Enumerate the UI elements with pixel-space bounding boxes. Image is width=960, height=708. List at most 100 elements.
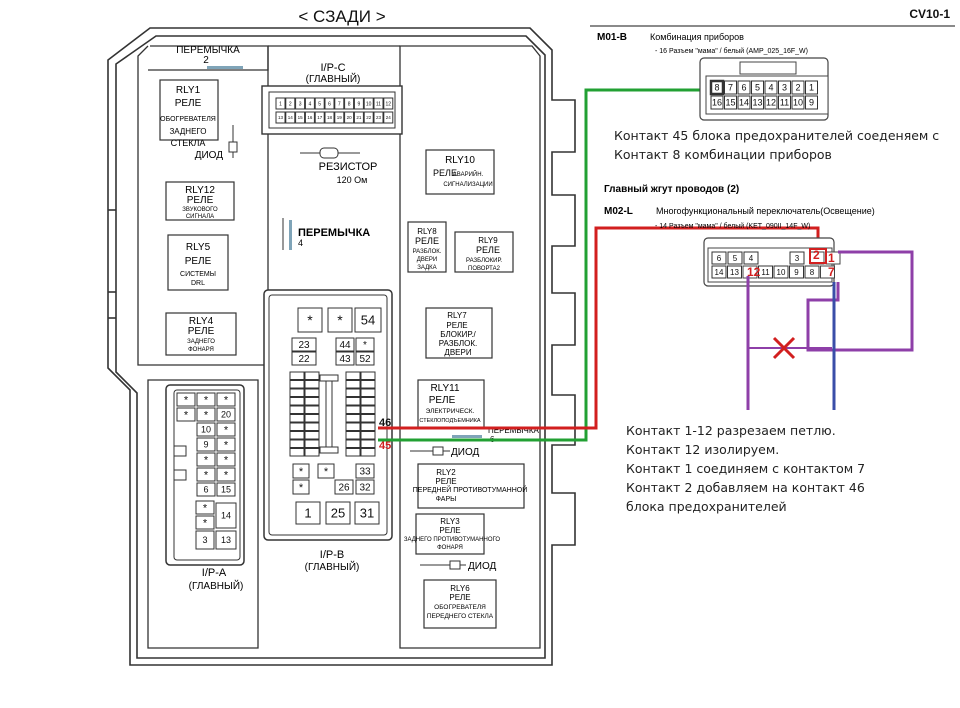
ipa-title: I/P-A xyxy=(202,567,227,579)
svg-text:22: 22 xyxy=(366,115,372,120)
svg-text:11: 11 xyxy=(761,268,770,277)
svg-text:5: 5 xyxy=(318,101,321,107)
svg-text:13: 13 xyxy=(752,98,762,108)
note1-line1: Контакт 45 блока предохранителей соеденя… xyxy=(614,128,940,143)
svg-text:5: 5 xyxy=(733,254,738,263)
svg-text:РЕЗИСТОР: РЕЗИСТОР xyxy=(319,161,378,173)
ipa-pin-r6c1: 6 xyxy=(196,482,216,497)
svg-text:РЕЛЕ: РЕЛЕ xyxy=(439,526,460,535)
ipa-pin-r5c2: * xyxy=(216,467,236,482)
wire-label-45: 45 xyxy=(379,440,391,452)
ipa-pin-r1c2: 20 xyxy=(216,407,236,422)
m01b-pin-4: 4 xyxy=(764,80,778,95)
ipa-pin-r5c1: * xyxy=(196,467,216,482)
svg-text:*: * xyxy=(307,312,313,328)
ipb-title: I/P-B xyxy=(320,549,344,561)
ipc-pin-5: 5 xyxy=(314,97,325,110)
svg-text:6: 6 xyxy=(328,101,331,107)
svg-text:3: 3 xyxy=(795,254,800,263)
m01b-pin-11: 11 xyxy=(778,95,791,110)
svg-text:*: * xyxy=(224,469,229,481)
svg-text:13: 13 xyxy=(730,268,739,277)
ipc-pin-6: 6 xyxy=(324,97,335,110)
svg-text:120 Ом: 120 Ом xyxy=(337,175,368,185)
svg-text:1: 1 xyxy=(279,101,282,107)
svg-text:ПОВОРТА2: ПОВОРТА2 xyxy=(468,266,501,272)
mini-fuse-r-2 xyxy=(345,388,361,397)
diode-2: ДИОД xyxy=(410,446,480,458)
svg-text:24: 24 xyxy=(386,115,392,120)
svg-text:14: 14 xyxy=(739,98,749,108)
ipa-pin-r3c2: * xyxy=(216,437,236,452)
svg-text:22: 22 xyxy=(298,354,310,365)
svg-text:RLY2: RLY2 xyxy=(436,468,456,477)
relay-rly5: RLY5 РЕЛЕ СИСТЕМЫ DRL xyxy=(167,234,229,291)
svg-text:*: * xyxy=(224,424,229,436)
ipa-pin-r3c1: 9 xyxy=(196,437,216,452)
svg-text:РЕЛЕ: РЕЛЕ xyxy=(187,195,214,206)
svg-text:ЗВУКОВОГО: ЗВУКОВОГО xyxy=(182,207,218,213)
ipa-pin-r4c2: * xyxy=(216,452,236,467)
svg-text:32: 32 xyxy=(359,483,371,494)
note-connect-45-8: Контакт 45 блока предохранителей соеденя… xyxy=(614,126,939,164)
fuse-22: 22 xyxy=(291,351,317,366)
svg-text:ПЕРЕДНЕГО СТЕКЛА: ПЕРЕДНЕГО СТЕКЛА xyxy=(427,613,494,620)
mini-fuse-l-4 xyxy=(289,405,305,414)
ipa-pin-r1c0: * xyxy=(176,407,196,422)
ipa-pin-r1c1: * xyxy=(196,407,216,422)
svg-text:RLY1: RLY1 xyxy=(176,85,201,96)
svg-text:ЗАДКА: ЗАДКА xyxy=(417,265,436,271)
svg-text:4: 4 xyxy=(749,254,754,263)
svg-text:13: 13 xyxy=(221,535,231,545)
svg-text:ДИОД: ДИОД xyxy=(195,150,224,161)
m01b-pin-5: 5 xyxy=(751,80,764,95)
fuse-31: 31 xyxy=(354,501,380,525)
fuse-26: 26 xyxy=(334,479,354,495)
mini-fuse-l2-0 xyxy=(304,371,320,380)
svg-text:RLY6: RLY6 xyxy=(450,584,470,593)
svg-text:33: 33 xyxy=(359,467,371,478)
svg-text:ЗАДНЕГО ПРОТИВОТУМАННОГО: ЗАДНЕГО ПРОТИВОТУМАННОГО xyxy=(404,537,500,543)
ipc-pin-1: 1 xyxy=(275,97,286,110)
relay-rly2: RLY2 РЕЛЕ ПЕРЕДНЕЙ ПРОТИВОТУМАННОЙ ФАРЫ xyxy=(413,463,527,509)
mini-fuse-r-9 xyxy=(345,448,361,457)
ipc-pin-19: 19 xyxy=(334,111,345,124)
ipb-subtitle: (ГЛАВНЫЙ) xyxy=(305,560,360,573)
m02l-red-label-2: 2 xyxy=(813,248,820,262)
note2-line2: Контакт 12 изолируем. xyxy=(626,442,780,457)
jumper2-title: ПЕРЕМЫЧКА xyxy=(176,45,240,56)
svg-text:1: 1 xyxy=(304,506,311,521)
svg-text:ДВЕРИ: ДВЕРИ xyxy=(417,257,437,263)
svg-text:*: * xyxy=(204,394,209,406)
svg-text:СИГНАЛИЗАЦИИ: СИГНАЛИЗАЦИИ xyxy=(443,182,492,188)
svg-text:RLY11: RLY11 xyxy=(430,383,460,394)
relay-rly4: RLY4 РЕЛЕ ЗАДНЕГО ФОНАРЯ xyxy=(165,312,237,356)
svg-text:15: 15 xyxy=(298,115,304,120)
svg-text:52: 52 xyxy=(359,354,371,365)
svg-text:17: 17 xyxy=(317,115,323,120)
svg-text:РАЗБЛОКИР.: РАЗБЛОКИР. xyxy=(466,258,502,264)
svg-text:RLY10: RLY10 xyxy=(445,155,475,166)
svg-text:4: 4 xyxy=(309,101,312,107)
ipc-subtitle: (ГЛАВНЫЙ) xyxy=(306,72,361,85)
ipc-pin-21: 21 xyxy=(353,111,364,124)
note2-line3: Контакт 1 соединяем с контактом 7 xyxy=(626,461,866,476)
fuse-star-d: * xyxy=(292,463,310,479)
mini-fuse-l2-5 xyxy=(304,414,320,423)
svg-text:14: 14 xyxy=(715,268,724,277)
svg-text:4: 4 xyxy=(768,83,773,93)
svg-text:*: * xyxy=(363,340,367,351)
ipa-pin-r2c2: * xyxy=(216,422,236,437)
m01b-pin-13: 13 xyxy=(751,95,764,110)
ipa-pin-star-low2: * xyxy=(195,515,215,530)
ipc-pin-11: 11 xyxy=(373,97,384,110)
svg-text:26: 26 xyxy=(338,483,350,494)
m01b-pin-16: 16 xyxy=(710,95,724,110)
svg-text:РЕЛЕ: РЕЛЕ xyxy=(185,256,212,267)
svg-text:*: * xyxy=(203,517,208,529)
svg-text:21: 21 xyxy=(356,115,362,120)
fuse-center-bar-bottom xyxy=(319,446,339,454)
m01b-name: Комбинация приборов xyxy=(650,32,744,42)
